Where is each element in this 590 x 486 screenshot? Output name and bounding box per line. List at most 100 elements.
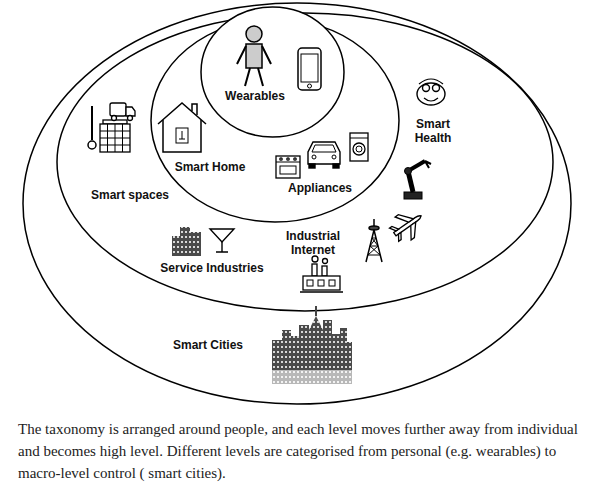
- truck-icon: [110, 103, 135, 121]
- skyline-icon: [291, 336, 299, 370]
- truck-icon: [110, 103, 126, 116]
- phone-icon: [308, 84, 312, 88]
- truck-icon: [112, 116, 117, 121]
- tower-icon: [369, 226, 379, 230]
- martini-glass-icon: [210, 229, 234, 242]
- category-label: Wearables: [218, 89, 292, 103]
- health-icon: [417, 79, 445, 105]
- skyline-icon: [347, 342, 352, 370]
- factory-icon: [300, 256, 343, 292]
- truck-icon: [126, 107, 135, 116]
- taxonomy-ring: Smart HomeAppliances Wearables: [150, 18, 400, 223]
- airplane-icon: [395, 209, 423, 240]
- ellipse-ring: [23, 3, 571, 404]
- airplane-icon: [389, 224, 404, 241]
- figure-caption: The taxonomy is arranged around people, …: [18, 418, 586, 484]
- category-label: Appliances: [284, 181, 356, 195]
- washer-icon: [350, 133, 368, 161]
- robot-arm-icon: [408, 171, 413, 192]
- skyline-icon: [315, 306, 317, 316]
- car-icon: [332, 155, 336, 159]
- stove-icon: [280, 166, 296, 174]
- phone-icon: [298, 48, 321, 90]
- stove-icon: [276, 156, 300, 178]
- factory-icon: [312, 256, 318, 262]
- thermometer-icon: [88, 106, 96, 149]
- health-icon: [423, 85, 430, 92]
- stove-icon: [276, 162, 300, 163]
- factory-icon: [329, 280, 335, 286]
- car-icon: [333, 164, 339, 168]
- taxonomy-ring: Smart Cities Smart spacesService Industri…: [22, 2, 572, 405]
- person-icon: [246, 44, 262, 68]
- martini-glass-icon: [216, 242, 228, 252]
- category-label: Service Industries: [154, 261, 270, 275]
- building-icon: [100, 124, 130, 152]
- robot-arm-icon: [408, 161, 425, 171]
- house-icon: [163, 120, 201, 152]
- skyline-icon: [299, 325, 309, 370]
- skyline-icon: [340, 328, 347, 370]
- health-icon: [424, 98, 438, 101]
- truck-icon: [128, 116, 133, 121]
- tower-icon: [373, 219, 375, 226]
- stove-icon: [276, 156, 300, 178]
- stove-icon: [294, 158, 296, 160]
- skyline-icon: [332, 334, 340, 370]
- category-label: Smart Cities: [166, 338, 250, 352]
- thermometer-icon: [88, 141, 96, 149]
- robot-arm-icon: [425, 161, 431, 168]
- factory-icon: [307, 280, 313, 286]
- health-icon: [433, 85, 440, 92]
- factory-icon: [312, 264, 317, 276]
- city-buildings-icon: [180, 227, 190, 256]
- house-icon: [179, 131, 185, 139]
- house-icon: [158, 103, 206, 124]
- house-icon: [192, 104, 197, 115]
- skyline-icon: [323, 320, 332, 370]
- category-label: Smart Home: [172, 160, 248, 174]
- health-icon: [417, 83, 445, 105]
- city-buildings-icon: [172, 227, 201, 256]
- washer-icon: [353, 143, 365, 155]
- car-icon: [309, 164, 315, 168]
- robot-arm-icon: [404, 161, 431, 199]
- phone-icon: [298, 48, 321, 90]
- skyline-icon: [272, 306, 352, 384]
- tower-icon: [366, 230, 382, 262]
- category-label: Smart Health: [406, 117, 460, 145]
- taxonomy-ring: Wearables: [200, 6, 345, 138]
- factory-icon: [318, 280, 324, 286]
- ellipse-outline: [200, 6, 345, 138]
- skyline-icon: [282, 330, 291, 370]
- house-icon: [176, 128, 188, 143]
- person-icon: [237, 26, 271, 86]
- health-icon: [419, 79, 443, 84]
- building-icon: [103, 120, 127, 124]
- airplane-icon: [386, 204, 429, 246]
- washer-icon: [350, 138, 368, 139]
- city-buildings-icon: [172, 236, 180, 256]
- tower-icon: [366, 219, 382, 262]
- category-label: Smart spaces: [86, 188, 174, 202]
- martini-glass-icon: [210, 229, 234, 252]
- washer-icon: [350, 133, 368, 161]
- person-icon: [246, 26, 262, 42]
- skyline-icon: [272, 370, 352, 384]
- factory-icon: [303, 276, 340, 290]
- category-label: Industrial Internet: [280, 229, 346, 257]
- city-buildings-icon: [190, 232, 201, 256]
- washer-icon: [356, 146, 362, 152]
- car-icon: [312, 155, 316, 159]
- factory-icon: [323, 259, 328, 264]
- car-icon: [312, 145, 336, 152]
- robot-arm-icon: [404, 192, 422, 199]
- skyline-icon: [309, 316, 323, 370]
- stove-icon: [280, 158, 282, 160]
- phone-icon: [301, 54, 318, 82]
- car-icon: [308, 142, 340, 168]
- car-icon: [308, 142, 340, 164]
- factory-icon: [322, 266, 327, 276]
- robot-arm-icon: [405, 168, 412, 175]
